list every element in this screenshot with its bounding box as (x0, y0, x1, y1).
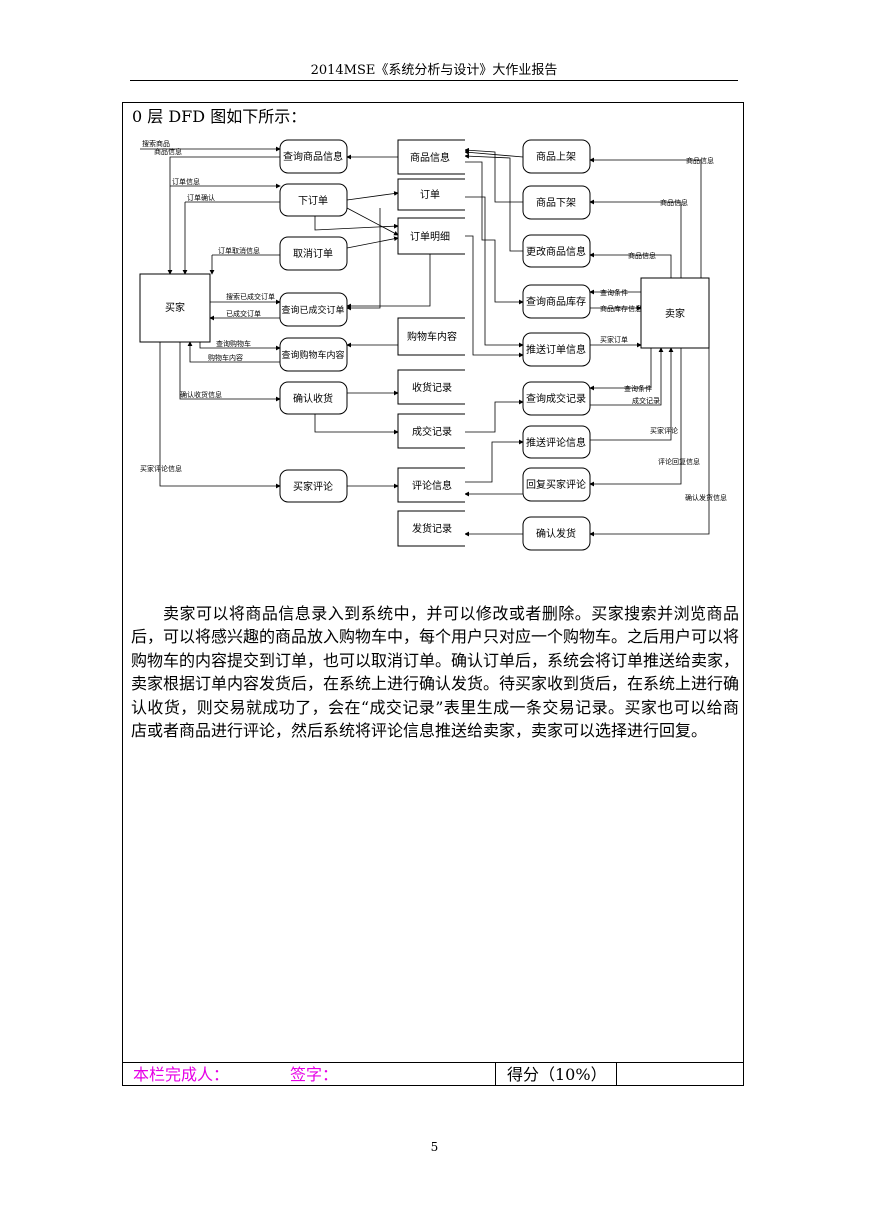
process-cancel-order: 取消订单 (279, 236, 348, 271)
flow-label: 买家订单 (600, 335, 628, 344)
section-intro: 0 层 DFD 图如下所示： (132, 107, 307, 126)
store-order-detail: 订单明细 (397, 217, 465, 255)
flow-label: 订单信息 (172, 177, 200, 186)
process-goods-off: 商品下架 (522, 185, 591, 220)
svg-text:查询成交记录: 查询成交记录 (526, 392, 586, 405)
header-rule (130, 80, 738, 81)
flow-label: 查询购物车 (216, 339, 251, 348)
flow-label: 确认收货信息 (180, 390, 222, 399)
cell-divider (495, 1063, 496, 1086)
process-query-goods: 查询商品信息 (279, 139, 348, 174)
process-confirm-receipt: 确认收货 (279, 381, 348, 415)
process-goods-on: 商品上架 (522, 139, 591, 174)
svg-text:推送评论信息: 推送评论信息 (526, 436, 586, 449)
entity-buyer: 买家 (139, 273, 211, 343)
cell-divider (616, 1063, 617, 1086)
flow-label: 已成交订单 (226, 309, 261, 318)
svg-text:发货记录: 发货记录 (412, 522, 452, 535)
flow-label: 商品库存信息 (600, 304, 642, 313)
svg-text:确认发货: 确认发货 (536, 527, 576, 540)
signature-row: 本栏完成人： 签字： 得分（10%） (122, 1062, 744, 1086)
process-push-orders: 推送订单信息 (522, 332, 591, 367)
process-query-deals: 查询已成交订单 (279, 292, 348, 327)
page-header: 2014MSE《系统分析与设计》大作业报告 (310, 63, 558, 78)
process-modify-goods: 更改商品信息 (522, 234, 591, 268)
flow-label: 买家评论信息 (140, 464, 182, 473)
svg-text:购物车内容: 购物车内容 (407, 330, 457, 343)
flow-label: 搜索商品 (142, 139, 170, 148)
signature-label: 签字： (290, 1065, 339, 1084)
flow-label: 商品信息 (628, 251, 656, 260)
page-number: 5 (430, 1140, 439, 1154)
entity-seller: 卖家 (640, 277, 710, 349)
svg-text:查询已成交订单: 查询已成交订单 (281, 304, 344, 316)
flow-label: 搜索已成交订单 (226, 292, 275, 301)
process-place-order: 下订单 (279, 183, 348, 217)
flow-label: 订单取消信息 (218, 246, 260, 255)
flow-label: 查询条件 (600, 288, 628, 297)
svg-text:下订单: 下订单 (298, 195, 328, 207)
process-query-records: 查询成交记录 (522, 381, 591, 416)
flow-label: 商品信息 (686, 156, 714, 165)
score-label: 得分（10%） (507, 1065, 607, 1084)
flow-label: 查询条件 (624, 384, 652, 393)
entity-seller-label: 卖家 (665, 307, 685, 320)
svg-text:查询商品库存: 查询商品库存 (526, 295, 586, 308)
svg-text:推送订单信息: 推送订单信息 (526, 343, 586, 356)
flow-labels: 搜索商品 商品信息 订单信息 订单确认 订单取消信息 搜索已成交订单 已成交订单… (140, 139, 727, 502)
svg-text:商品下架: 商品下架 (536, 196, 576, 209)
body-paragraph: 卖家可以将商品信息录入到系统中，并可以修改或者删除。买家搜索并浏览商品后，可以将… (131, 604, 740, 741)
flow-label: 买家评论 (650, 426, 678, 435)
store-deals: 成交记录 (397, 413, 465, 449)
store-reviews: 评论信息 (397, 467, 465, 503)
flow-label: 成交记录 (632, 396, 660, 405)
process-query-cart: 查询购物车内容 (279, 337, 348, 372)
store-goods: 商品信息 (397, 139, 465, 175)
store-receipt: 收货记录 (397, 369, 465, 405)
process-buyer-review: 买家评论 (279, 469, 348, 503)
flow-label: 评论回复信息 (658, 457, 700, 466)
svg-text:收货记录: 收货记录 (412, 381, 452, 394)
flow-label: 确认发货信息 (685, 493, 727, 502)
svg-text:商品信息: 商品信息 (410, 151, 450, 164)
svg-text:更改商品信息: 更改商品信息 (526, 245, 586, 258)
flow-label: 订单确认 (187, 193, 215, 202)
svg-text:取消订单: 取消订单 (293, 247, 333, 260)
svg-text:确认收货: 确认收货 (293, 392, 333, 405)
process-reply-review: 回复买家评论 (522, 467, 591, 502)
flow-lines (140, 146, 710, 537)
dfd-diagram: 买家 卖家 查询商品信息 下订单 取消订单 查询已成交订单 查询购物车内容 确认… (139, 139, 727, 551)
svg-text:订单: 订单 (420, 189, 440, 201)
flow-label: 购物车内容 (208, 353, 243, 362)
store-orders: 订单 (397, 178, 465, 211)
svg-text:查询商品信息: 查询商品信息 (283, 150, 343, 163)
process-push-reviews: 推送评论信息 (522, 425, 591, 459)
svg-text:订单明细: 订单明细 (410, 230, 450, 243)
flow-label: 商品信息 (154, 147, 182, 156)
svg-text:买家评论: 买家评论 (293, 480, 333, 493)
entity-buyer-label: 买家 (165, 301, 185, 314)
svg-text:回复买家评论: 回复买家评论 (526, 478, 586, 491)
svg-text:成交记录: 成交记录 (412, 425, 452, 438)
svg-text:商品上架: 商品上架 (536, 150, 576, 163)
svg-text:评论信息: 评论信息 (412, 479, 452, 492)
store-shipping: 发货记录 (397, 510, 465, 547)
store-cart: 购物车内容 (397, 317, 465, 356)
content-frame (122, 102, 744, 1086)
svg-text:查询购物车内容: 查询购物车内容 (281, 349, 344, 361)
process-query-stock: 查询商品库存 (522, 284, 591, 319)
process-confirm-ship: 确认发货 (522, 516, 591, 551)
flow-label: 商品信息 (660, 198, 688, 207)
completed-by-label: 本栏完成人： (133, 1065, 230, 1084)
